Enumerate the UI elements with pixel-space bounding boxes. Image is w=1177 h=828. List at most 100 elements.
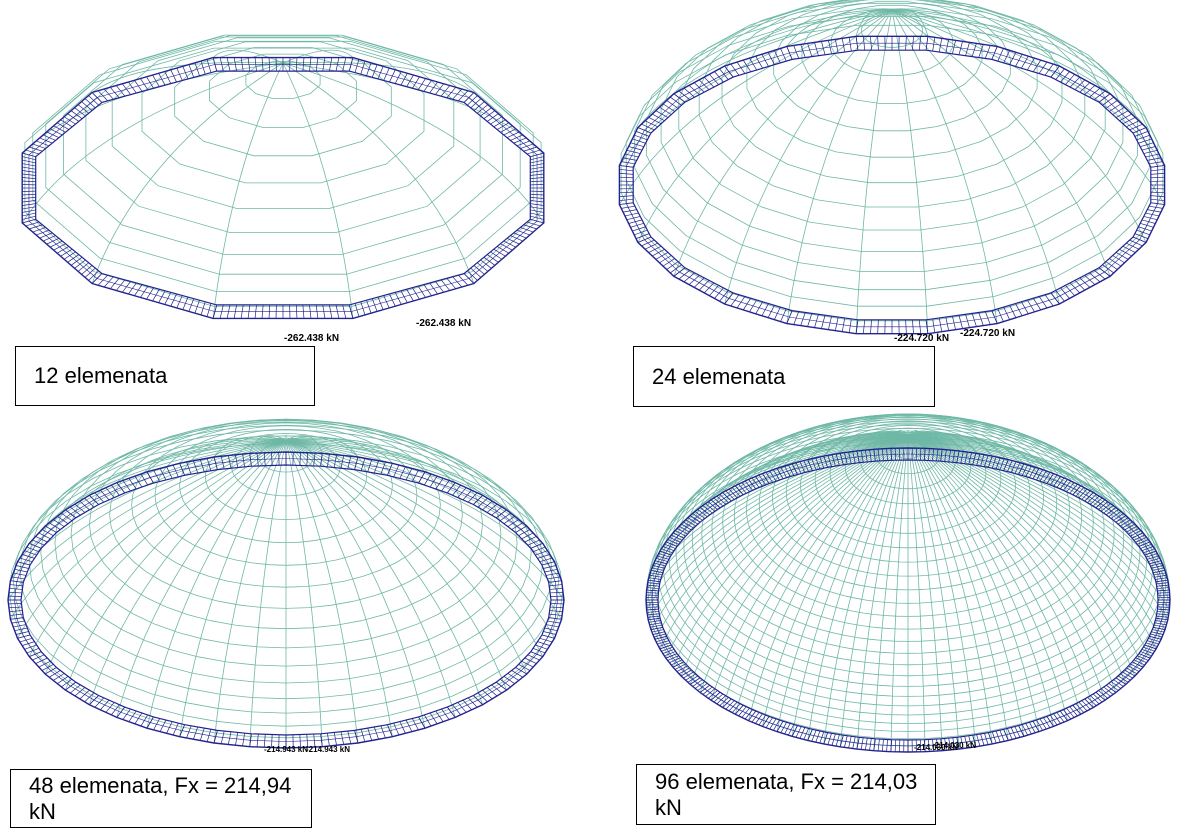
ring-midline [671,655,679,665]
ring-hatch [1155,579,1168,583]
ring-midline [536,545,549,564]
meridian-line [873,430,909,450]
ring-midline [825,737,842,742]
latitude-line [662,421,1154,707]
caption-12-elements: 12 elemenata [15,346,315,406]
latitude-line [24,47,542,307]
meridian-line [285,439,359,743]
meridian-line [689,434,909,685]
ring-midline [1063,709,1077,717]
latitude-line [54,419,518,667]
force-label-left: -224.720 kN [894,333,950,344]
meridian-line [285,439,393,737]
ring-midline [93,487,121,501]
ring-hatch [179,463,185,476]
meridian-line [285,439,483,496]
ring-midline [547,563,556,582]
ring-midline [924,744,942,746]
ring-midline [858,742,875,746]
ring-midline [660,552,666,563]
ring-midline [1104,97,1140,131]
ring-midline [1005,464,1022,470]
ring-midline [752,478,766,485]
ring-midline [477,685,502,701]
meridian-line [212,49,284,64]
meridian-line [907,434,1117,693]
meridian-line [285,439,555,639]
ring-midline [28,97,98,156]
ring-midline [520,529,538,547]
ring-midline [686,518,696,528]
ring-midline [1154,562,1160,572]
ring-midline [1139,130,1158,167]
meridian-line [891,9,1147,243]
ring-midline [1110,510,1122,520]
ring-hatch [1098,93,1111,103]
ring-hatch [1084,492,1094,502]
ring-midline [520,653,538,671]
ring-midline [665,543,672,554]
ring-midline [941,742,958,746]
dome-model-12: -262.438 kN -262.438 kN [0,0,580,360]
ring-midline [704,688,716,697]
ring-midline [651,590,653,601]
ring-midline [250,458,287,461]
meridian-line [722,434,909,493]
meridian-line [873,434,909,751]
ring-midline [1154,628,1160,638]
ring-midline [1150,637,1156,648]
meridian-line [28,439,287,544]
latitude-line [109,420,463,609]
ring-midline [215,459,251,464]
latitude-line [209,53,357,128]
ring-midline [765,721,781,727]
ring-midline [924,454,942,456]
ring-midline [1144,543,1151,554]
ring-midline [421,477,452,489]
meridian-line [762,434,909,727]
caption-48-elements: 48 elemenata, Fx = 214,94 kN [10,769,312,828]
meridian-line [856,434,909,750]
meridian-line [285,439,544,544]
ring-midline [651,599,653,610]
ring-midline [1137,535,1145,545]
ring-hatch [320,453,323,467]
latitude-line [32,40,534,292]
ring-hatch [839,453,844,465]
meridian-line [213,436,287,458]
meridian-line [44,439,287,675]
ring-hatch [418,471,426,484]
meridian-line [907,434,993,744]
ring-midline [652,580,655,591]
ring-hatch [673,93,686,103]
meridian-line [285,439,507,691]
ring-hatch [873,738,876,751]
ring-midline [665,646,672,657]
ring-midline [644,97,680,131]
meridian-line [21,62,284,224]
ring-hatch [724,65,734,78]
meridian-line [89,439,287,705]
ring-midline [389,468,422,478]
ring-midline [779,726,795,732]
meridian-line [672,434,909,668]
meridian-line [285,439,555,562]
meridian-line [650,434,909,630]
latitude-line [111,37,455,209]
ring-midline [739,483,753,491]
meridian-line [65,439,287,691]
ring-hatch [548,580,562,583]
ring-midline [285,739,322,742]
ring-hatch [637,127,652,134]
meridian-line [285,439,507,511]
ring-hatch [1138,653,1151,659]
ring-hatch [17,634,31,639]
ring-midline [825,458,842,463]
latitude-line [721,0,1063,184]
ring-hatch [890,448,892,461]
ring-midline [678,526,687,536]
caption-24-elements: 24 elemenata [633,346,935,407]
ring-midline [794,730,811,736]
ring-midline [321,459,357,464]
ring-midline [1055,271,1105,299]
